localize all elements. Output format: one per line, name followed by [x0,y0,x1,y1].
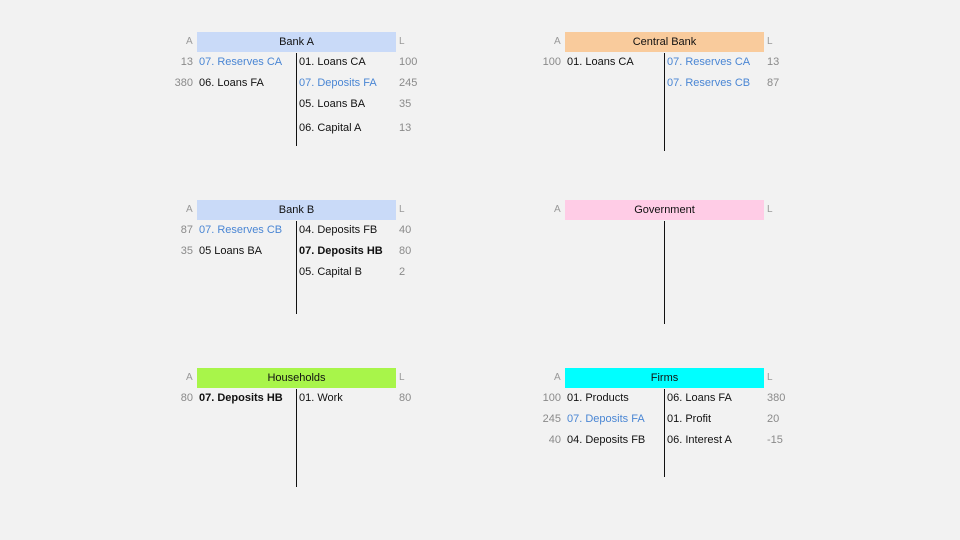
liability-value: 80 [399,245,412,257]
account-government: A Government L [545,200,785,325]
t-account-divider [296,221,297,314]
liability-value: 100 [399,56,418,68]
asset-side-label: A [186,36,193,47]
liability-value: 87 [767,77,780,89]
liability-value: 40 [399,224,412,236]
t-account-divider [664,53,665,151]
account-firms: A Firms L 100 01. Products 245 07. Deposits… [543,368,786,488]
asset-entry: 07. Reserves CB [199,224,283,236]
account-title: Bank B [197,200,396,220]
asset-entry: 07. Deposits FA [567,413,645,425]
t-account-divider [296,53,297,146]
asset-entry: 07. Reserves CA [199,56,283,68]
liability-value: 380 [767,392,786,404]
t-account-divider [664,389,665,477]
account-title: Bank A [197,32,396,52]
asset-value: 13 [180,56,193,68]
asset-value: 80 [180,392,193,404]
account-households: A Households L 80 07. Deposits HB 01. Work… [177,368,417,488]
asset-side-label: A [554,204,561,215]
asset-value: 100 [542,392,561,404]
liability-entry: 07. Deposits HB [299,245,383,257]
liability-value: 2 [399,266,406,278]
liability-entry: 06. Interest A [667,434,732,446]
liability-value: 13 [767,56,780,68]
account-title: Households [197,368,396,388]
asset-value: 40 [548,434,561,446]
liability-side-label: L [399,372,405,383]
liability-side-label: L [767,204,773,215]
liability-value: 245 [399,77,418,89]
asset-entry: 07. Deposits HB [199,392,283,404]
liability-entry: 05. Loans BA [299,98,366,110]
liability-side-label: L [767,36,773,47]
account-bank-a: A Bank A L 13 07. Reserves CA 380 06. Loans… [175,32,418,152]
liability-entry: 07. Reserves CA [667,56,751,68]
liability-side-label: L [767,372,773,383]
asset-value: 87 [180,224,193,236]
liability-entry: 06. Capital A [299,122,362,134]
liability-value: 35 [399,98,412,110]
liability-side-label: L [399,36,405,47]
asset-value: 35 [180,245,193,257]
liability-value: 80 [399,392,412,404]
liability-value: 13 [399,122,412,134]
asset-entry: 01. Loans CA [567,56,634,68]
liability-entry: 01. Work [299,392,343,404]
liability-value: -15 [767,434,783,446]
asset-entry: 05 Loans BA [199,245,262,257]
asset-entry: 06. Loans FA [199,77,264,89]
asset-side-label: A [554,372,561,383]
account-bank-b: A Bank B L 87 07. Reserves CB 35 05 Loans B… [177,200,417,320]
asset-value: 380 [174,77,193,89]
asset-value: 100 [542,56,561,68]
liability-entry: 07. Deposits FA [299,77,377,89]
t-account-divider [296,389,297,487]
asset-side-label: A [554,36,561,47]
liability-entry: 07. Reserves CB [667,77,751,89]
liability-entry: 01. Profit [667,413,712,425]
liability-side-label: L [399,204,405,215]
liability-entry: 01. Loans CA [299,56,366,68]
liability-entry: 06. Loans FA [667,392,732,404]
liability-entry: 05. Capital B [299,266,362,278]
account-central-bank: A Central Bank L 100 01. Loans CA 07. Rese… [543,32,785,152]
asset-entry: 01. Products [567,392,629,404]
asset-side-label: A [186,204,193,215]
asset-value: 245 [542,413,561,425]
asset-entry: 04. Deposits FB [567,434,646,446]
liability-entry: 04. Deposits FB [299,224,378,236]
asset-side-label: A [186,372,193,383]
liability-value: 20 [767,413,780,425]
account-title: Government [565,200,764,220]
account-title: Central Bank [565,32,764,52]
account-title: Firms [565,368,764,388]
t-account-divider [664,221,665,324]
